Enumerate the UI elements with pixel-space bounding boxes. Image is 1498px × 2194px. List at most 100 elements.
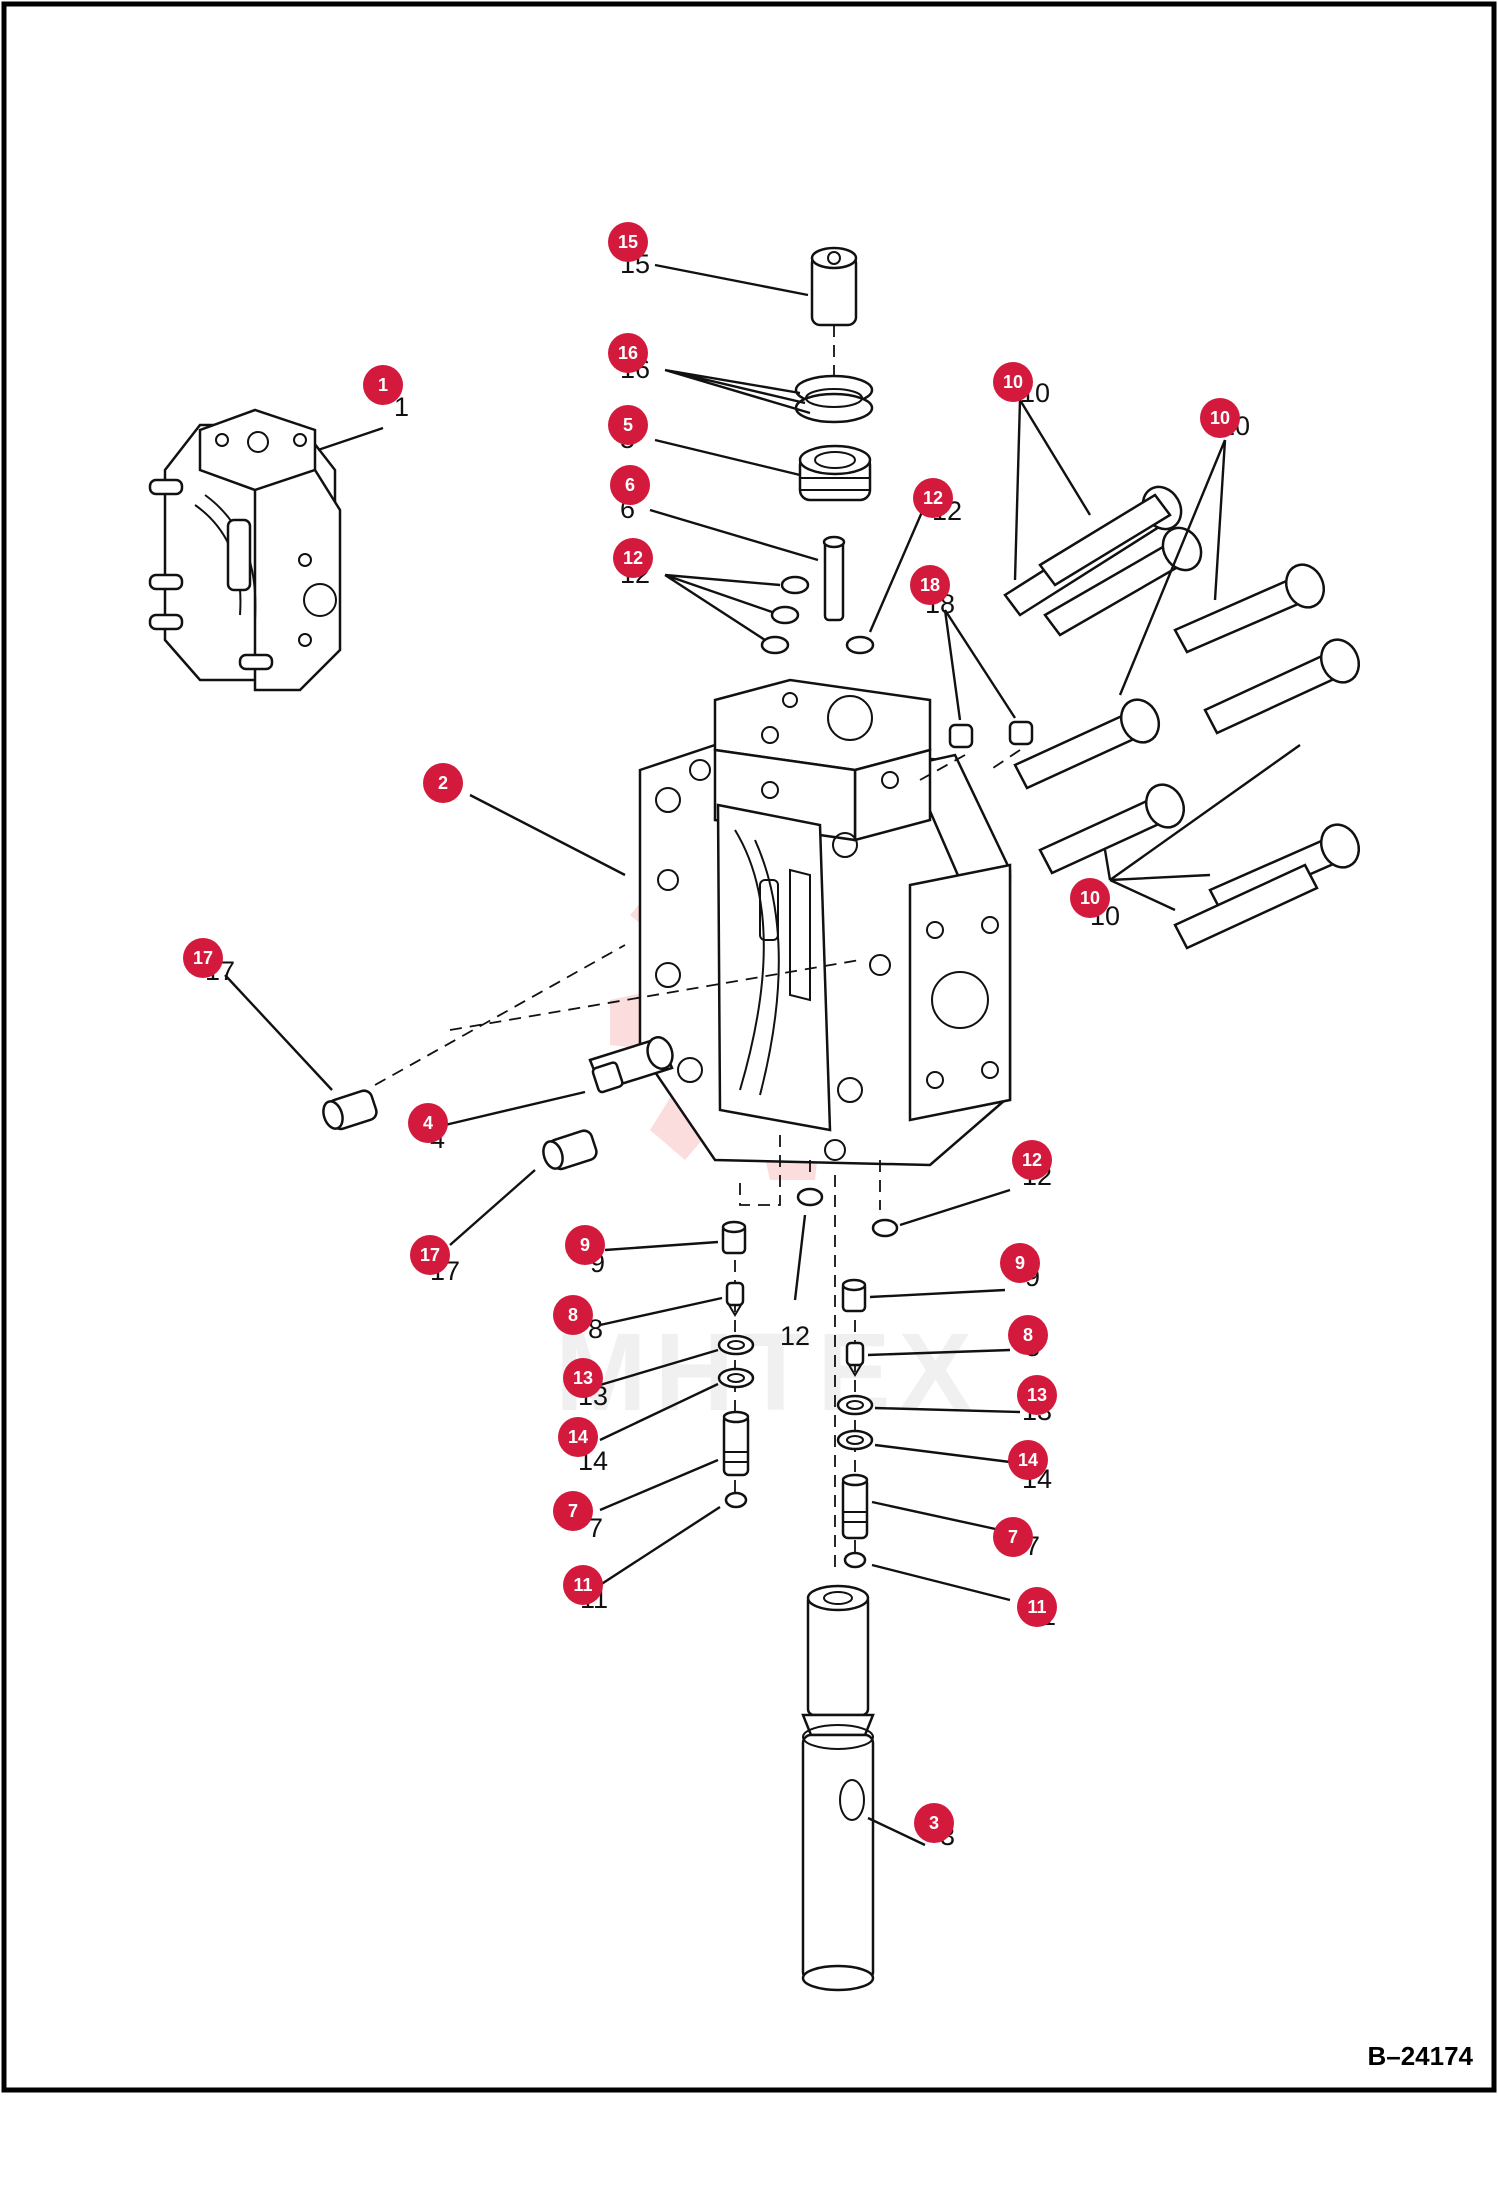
leader-15 (654, 263, 809, 297)
leader-2 (469, 793, 626, 877)
leader-12a (664, 573, 781, 642)
svg-text:9: 9 (1015, 1253, 1025, 1273)
leader-8b (867, 1348, 1011, 1357)
part-9-right (841, 1278, 867, 1313)
leader-10a (1013, 399, 1092, 581)
part-10-bolts (1003, 485, 1361, 950)
leader-7b (871, 1500, 1001, 1532)
svg-text:15: 15 (618, 232, 638, 252)
leader-14a (599, 1382, 719, 1442)
leader-10c (1103, 744, 1301, 912)
svg-text:12: 12 (1022, 1150, 1042, 1170)
leader-1 (317, 426, 384, 452)
leader-11b (871, 1563, 1011, 1602)
callout-17-a[interactable]: 17 (183, 938, 223, 978)
part-11-right (843, 1551, 867, 1569)
callout-17-b[interactable]: 17 (410, 1235, 450, 1275)
svg-text:2: 2 (438, 773, 448, 793)
svg-text:10: 10 (1210, 408, 1230, 428)
leader-5 (654, 438, 801, 477)
svg-text:9: 9 (580, 1235, 590, 1255)
leader-12-plain (793, 1214, 807, 1301)
part-14-right (836, 1429, 874, 1451)
part-16-rings (794, 374, 874, 424)
svg-text:8: 8 (568, 1305, 578, 1325)
callout-7-right[interactable]: 7 (993, 1517, 1033, 1557)
leader-13a (599, 1348, 719, 1387)
svg-text:5: 5 (623, 415, 633, 435)
svg-text:4: 4 (423, 1113, 433, 1133)
svg-text:12: 12 (923, 488, 943, 508)
callout-10-a[interactable]: 10 (993, 362, 1033, 402)
callout-13-right[interactable]: 13 (1017, 1375, 1057, 1415)
svg-text:12: 12 (623, 548, 643, 568)
part-13-left (717, 1334, 755, 1356)
part-9-left (721, 1220, 747, 1255)
part-17-plug-left (322, 1089, 378, 1131)
leader-9b (869, 1288, 1006, 1299)
callout-6[interactable]: 6 (610, 465, 650, 505)
plain-label-12: 12 (780, 1321, 810, 1351)
part-3-spool (801, 1584, 875, 1992)
leader-17b (449, 1169, 536, 1246)
callout-2[interactable]: 2 (423, 763, 463, 803)
callout-12-b[interactable]: 12 (913, 478, 953, 518)
callout-18[interactable]: 18 (910, 565, 950, 605)
part-8-left (725, 1281, 745, 1317)
leader-9a (604, 1240, 719, 1252)
callout-14-left[interactable]: 14 (558, 1417, 598, 1457)
callout-11-left[interactable]: 11 (563, 1565, 603, 1605)
leader-10b (1118, 439, 1227, 696)
callout-8-left[interactable]: 8 (553, 1295, 593, 1335)
callout-11-right[interactable]: 11 (1017, 1587, 1057, 1627)
leader-11a (599, 1505, 721, 1587)
callout-13-left[interactable]: 13 (563, 1358, 603, 1398)
callout-12-a[interactable]: 12 (613, 538, 653, 578)
leader-16 (664, 368, 811, 415)
callout-15[interactable]: 15 (608, 222, 648, 262)
callout-14-right[interactable]: 14 (1008, 1440, 1048, 1480)
callout-9-right[interactable]: 9 (1000, 1243, 1040, 1283)
leader-18 (943, 609, 1017, 721)
leader-4 (444, 1090, 586, 1127)
svg-text:10: 10 (1080, 888, 1100, 908)
drawing-number: B–24174 (1367, 2041, 1473, 2071)
svg-text:17: 17 (420, 1245, 440, 1265)
callout-7-left[interactable]: 7 (553, 1491, 593, 1531)
leader-13b (874, 1406, 1021, 1414)
svg-text:14: 14 (1018, 1450, 1038, 1470)
leader-7a (599, 1458, 719, 1512)
svg-text:10: 10 (1003, 372, 1023, 392)
callout-8-right[interactable]: 8 (1008, 1315, 1048, 1355)
part-13-right (836, 1394, 874, 1416)
callout-4[interactable]: 4 (408, 1103, 448, 1143)
svg-text:18: 18 (920, 575, 940, 595)
leader-6 (649, 508, 819, 562)
leader-12b (868, 504, 927, 633)
callout-3[interactable]: 3 (914, 1803, 954, 1843)
callout-10-c[interactable]: 10 (1070, 878, 1110, 918)
svg-text:11: 11 (1027, 1597, 1046, 1617)
callout-badges: 1 2 3 4 5 6 7 7 8 8 9 9 10 10 10 11 11 1… (183, 222, 1240, 1843)
svg-text:13: 13 (573, 1368, 593, 1388)
main-housing-drawing (638, 678, 1012, 1167)
leader-17a (224, 974, 333, 1091)
svg-text:14: 14 (568, 1427, 588, 1447)
callout-1[interactable]: 1 (363, 365, 403, 405)
svg-text:1: 1 (378, 375, 388, 395)
part-6-pin (822, 535, 846, 622)
callout-10-b[interactable]: 10 (1200, 398, 1240, 438)
part-18-dowels (948, 720, 1034, 749)
callout-9-left[interactable]: 9 (565, 1225, 605, 1265)
svg-text:7: 7 (588, 1513, 603, 1543)
callout-12-c[interactable]: 12 (1012, 1140, 1052, 1180)
svg-text:17: 17 (193, 948, 213, 968)
part-17-plug-lower (542, 1129, 598, 1171)
callout-5[interactable]: 5 (608, 405, 648, 445)
part-7-right (841, 1473, 869, 1540)
leader-12c (899, 1188, 1011, 1227)
callout-16[interactable]: 16 (608, 333, 648, 373)
svg-text:7: 7 (1008, 1527, 1018, 1547)
leader-14b (874, 1443, 1011, 1464)
